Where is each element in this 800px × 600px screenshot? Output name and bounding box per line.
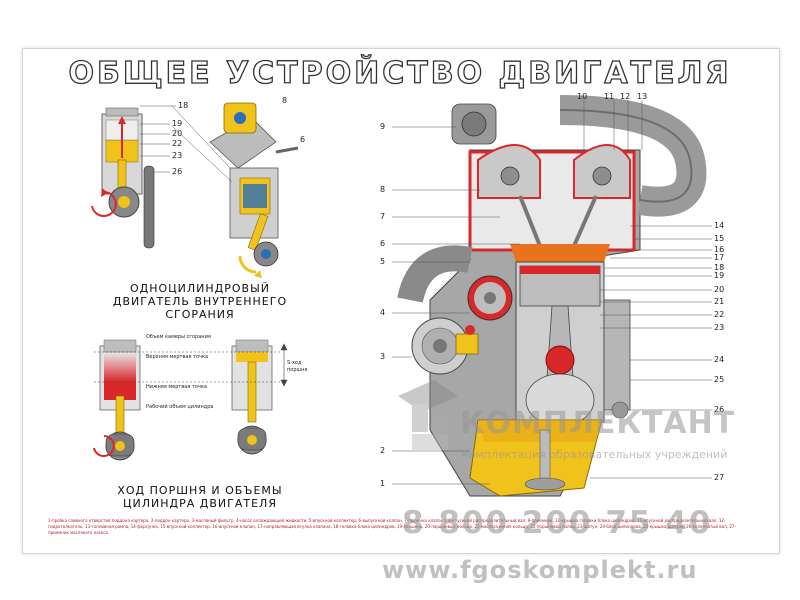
engine-caption-line-3: СГОРАНИЯ — [165, 308, 235, 321]
label-23: 23 — [172, 151, 183, 160]
label-13: 13 — [637, 92, 648, 101]
label-26: 26 — [172, 167, 183, 176]
label-20: 20 — [172, 129, 183, 138]
stroke-diagram-right — [231, 339, 273, 455]
label-10: 10 — [577, 92, 588, 101]
label-r6: 6 — [380, 239, 386, 248]
watermark-logo-icon — [398, 380, 458, 450]
tdc-label: Верхняя мертвая точка — [146, 354, 209, 360]
watermark-site: www.fgoskomplekt.ru — [382, 556, 698, 584]
label-25: 25 — [714, 375, 725, 384]
bdc-label: Нижняя мертвая точка — [146, 384, 207, 390]
stroke-arrows — [280, 343, 288, 387]
label-r26: 26 — [714, 405, 725, 414]
stroke-caption: ХОД ПОРШНЯ И ОБЪЕМЫ ЦИЛИНДРА ДВИГАТЕЛЯ — [80, 484, 320, 510]
label-r23: 23 — [714, 323, 725, 332]
label-17: 17 — [714, 253, 725, 262]
label-r22: 22 — [714, 310, 725, 319]
single-cylinder-diagram — [91, 107, 155, 249]
label-12: 12 — [620, 92, 631, 101]
label-8: 8 — [282, 96, 288, 105]
combustion-volume-label: Объем камеры сгорания — [146, 334, 211, 340]
stroke-diagram-left — [93, 339, 141, 461]
label-11: 11 — [604, 92, 615, 101]
label-19: 19 — [172, 119, 183, 128]
label-r9: 9 — [380, 122, 386, 131]
label-24: 24 — [714, 355, 725, 364]
parts-legend: 1-пробка сливного отверстия поддона карт… — [48, 518, 736, 535]
label-6: 6 — [300, 135, 306, 144]
label-r19: 19 — [714, 271, 725, 280]
label-r4: 4 — [380, 308, 386, 317]
angled-engine-diagram — [171, 102, 299, 278]
label-18: 18 — [178, 101, 189, 110]
label-r1: 1 — [380, 479, 386, 488]
stroke-label-1: S-ход — [287, 360, 302, 366]
stroke-label-2: поршня — [287, 367, 308, 373]
watermark-subtitle: комплектация образовательных учреждений — [462, 448, 728, 461]
stroke-guide-lines — [94, 351, 280, 383]
engine-cutaway — [397, 95, 707, 497]
watermark-name: КОМПЛЕКТАНТ — [460, 406, 736, 441]
stroke-caption-line-1: ХОД ПОРШНЯ И ОБЪЕМЫ — [117, 484, 283, 497]
label-r8: 8 — [380, 185, 386, 194]
poster-title: ОБЩЕЕ УСТРОЙСТВО ДВИГАТЕЛЯ — [68, 55, 732, 91]
label-r3: 3 — [380, 352, 386, 361]
engine-caption-line-1: ОДНОЦИЛИНДРОВЫЙ — [129, 282, 271, 295]
label-r7: 7 — [380, 212, 386, 221]
engine-caption-line-2: ДВИГАТЕЛЬ ВНУТРЕННЕГО — [112, 295, 288, 308]
engine-caption: ОДНОЦИЛИНДРОВЫЙ ДВИГАТЕЛЬ ВНУТРЕННЕГО СГ… — [80, 282, 320, 321]
working-volume-label: Рабочий объем цилиндра — [146, 404, 214, 410]
label-15: 15 — [714, 234, 725, 243]
label-27: 27 — [714, 473, 725, 482]
watermark-phone: 8 800 200 75 40 — [402, 505, 713, 541]
right-leaders — [392, 100, 712, 485]
label-r5: 5 — [380, 257, 386, 266]
label-22: 22 — [172, 139, 183, 148]
label-r20: 20 — [714, 285, 725, 294]
label-21: 21 — [714, 297, 725, 306]
label-14: 14 — [714, 221, 725, 230]
left-leaders — [140, 105, 176, 173]
label-r2: 2 — [380, 446, 386, 455]
label-16: 16 — [714, 245, 725, 254]
stroke-caption-line-2: ЦИЛИНДРА ДВИГАТЕЛЯ — [123, 497, 277, 510]
label-r18: 18 — [714, 263, 725, 272]
